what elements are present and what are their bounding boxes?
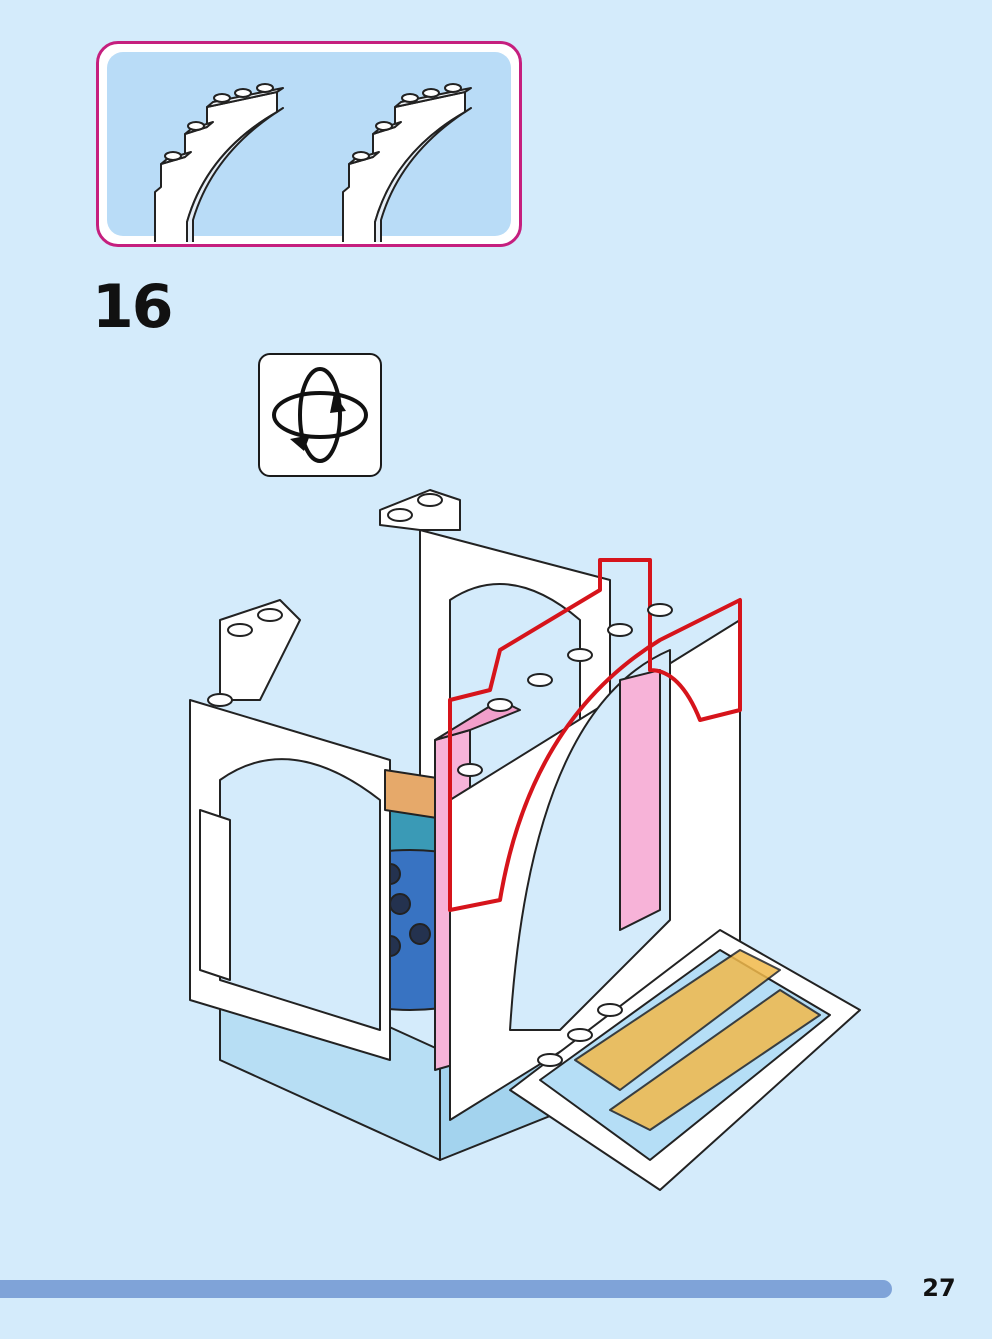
arch-brick-part-1 xyxy=(154,83,284,242)
footer-progress-bar xyxy=(0,1280,892,1298)
parts-callout xyxy=(96,41,522,247)
rotate-model-icon xyxy=(258,353,382,477)
page-number: 27 xyxy=(922,1274,956,1302)
model-illustration xyxy=(189,489,861,1191)
step-number: 16 xyxy=(92,272,173,342)
parts-callout-inner xyxy=(107,52,511,242)
arch-brick-part-2 xyxy=(342,83,472,242)
